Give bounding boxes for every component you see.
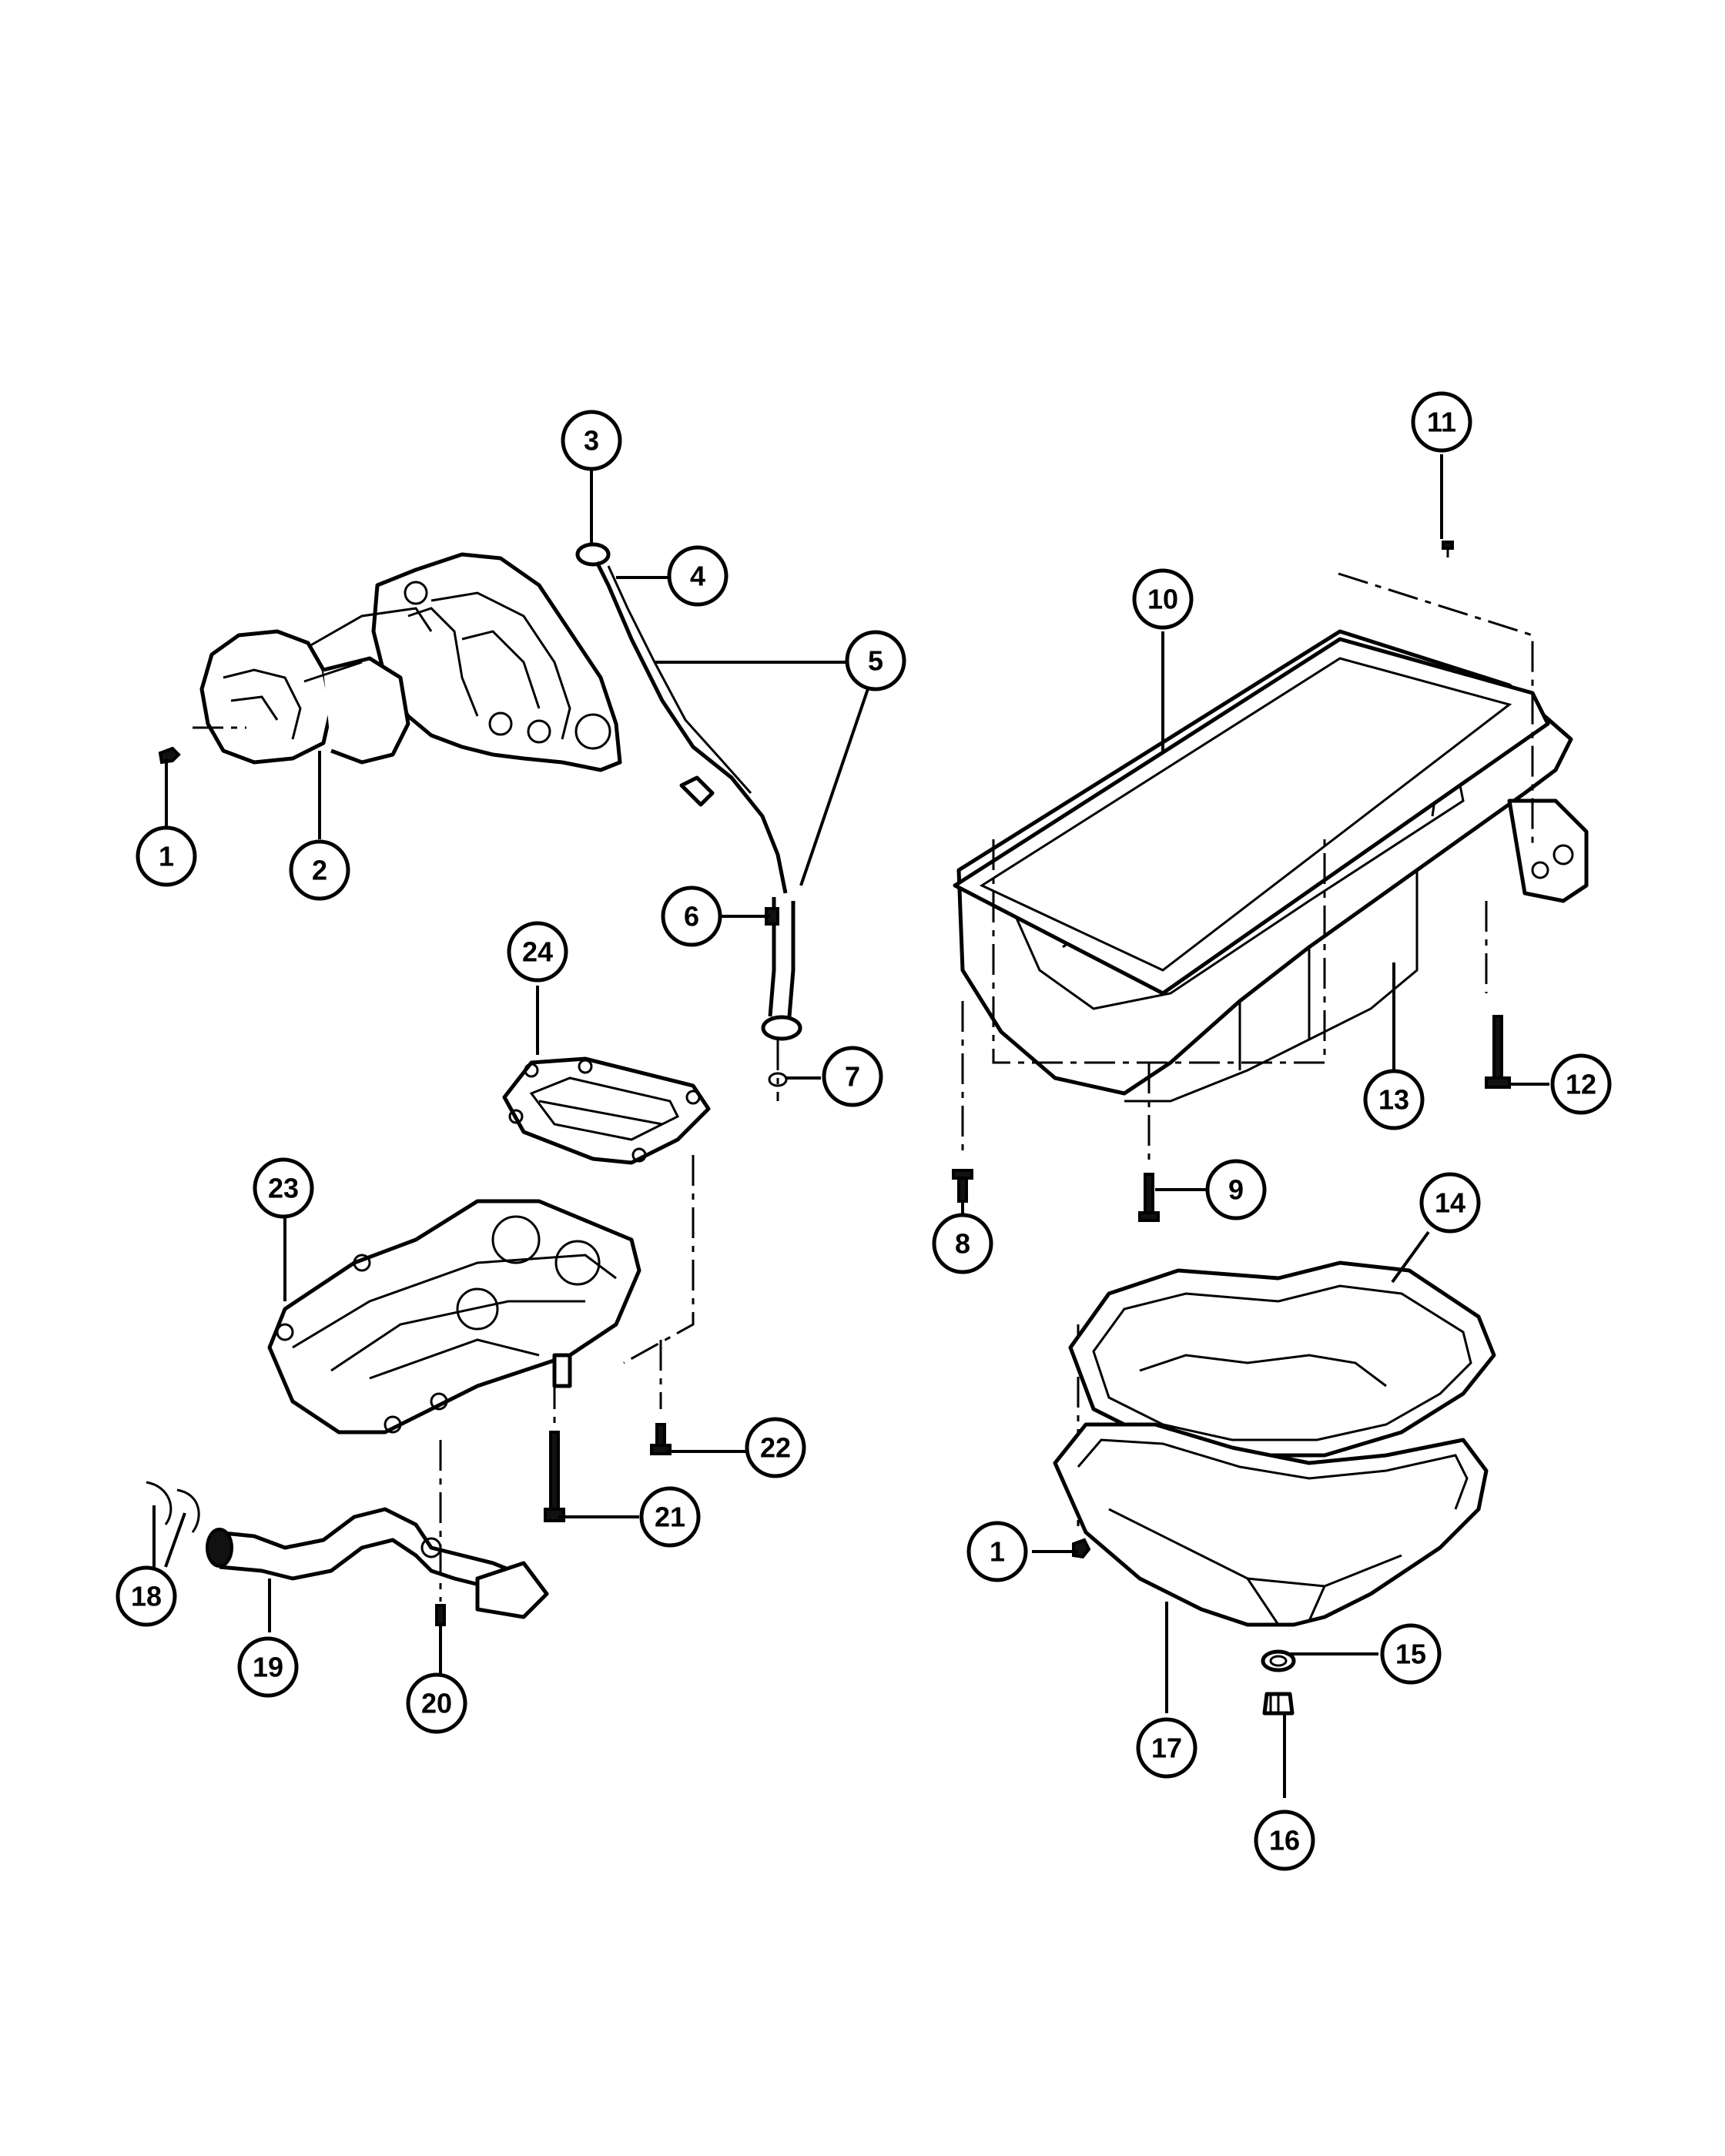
callout-23-label: 23 [268, 1173, 299, 1204]
callout-10-label: 10 [1147, 584, 1178, 615]
callout-1-label: 1 [159, 841, 174, 872]
callout-1-lower: 1 [966, 1521, 1028, 1582]
oil-baffle-drawing [193, 607, 433, 765]
callout-4: 4 [667, 545, 729, 607]
callout-19: 19 [237, 1636, 299, 1698]
callout-15-label: 15 [1395, 1639, 1426, 1670]
dipstick-tube-drawing [679, 775, 802, 1101]
callout-24-label: 24 [522, 936, 553, 968]
bolt-20-drawing [435, 1440, 446, 1626]
bolt-8-drawing [952, 1001, 973, 1203]
callout-8-label: 8 [955, 1228, 970, 1260]
callout-12-label: 12 [1566, 1069, 1596, 1100]
callout-23: 23 [253, 1157, 314, 1219]
callout-12: 12 [1550, 1053, 1612, 1115]
callout-14: 14 [1419, 1172, 1481, 1234]
callout-11-label: 11 [1427, 407, 1456, 438]
callout-1: 1 [136, 825, 197, 887]
callout-21-label: 21 [655, 1502, 685, 1533]
callout-20-label: 20 [421, 1688, 452, 1719]
callout-24: 24 [507, 921, 568, 983]
callout-15: 15 [1380, 1623, 1442, 1685]
callout-9-label: 9 [1228, 1174, 1244, 1206]
bolt-22-drawing [650, 1340, 672, 1455]
callout-17-label: 17 [1151, 1732, 1182, 1764]
callout-14-label: 14 [1435, 1187, 1465, 1219]
callout-21: 21 [639, 1486, 701, 1548]
callout-10: 10 [1132, 568, 1194, 630]
leader-lines [152, 454, 1549, 1798]
callout-19-label: 19 [253, 1652, 283, 1683]
bolt-11-drawing [1338, 541, 1534, 847]
callout-5: 5 [845, 630, 906, 691]
bolt-21-drawing [544, 1378, 565, 1522]
callout-5-label: 5 [868, 645, 883, 677]
callout-8: 8 [932, 1213, 993, 1274]
dipstick-drawing [575, 542, 788, 894]
callout-20: 20 [406, 1672, 467, 1734]
bolt-9-drawing [992, 839, 1326, 1222]
callout-11: 11 [1411, 391, 1472, 453]
windage-tray-drawing [502, 1056, 711, 1165]
oil-pump-balance-shaft-drawing [267, 1155, 695, 1435]
drain-plug-drawing [1262, 1692, 1295, 1716]
callout-22: 22 [745, 1417, 806, 1478]
callout-18-label: 18 [131, 1581, 162, 1612]
callout-1-lower-label: 1 [990, 1536, 1005, 1568]
drain-plug-washer-drawing [1261, 1649, 1296, 1672]
callout-7: 7 [822, 1046, 883, 1107]
callout-4-label: 4 [690, 561, 705, 592]
bolt-1-upper-drawing [158, 746, 181, 765]
callout-2-label: 2 [312, 855, 327, 886]
callout-18: 18 [116, 1565, 177, 1627]
callout-3-label: 3 [584, 425, 599, 457]
callout-16-label: 16 [1269, 1825, 1300, 1856]
callout-17: 17 [1136, 1717, 1197, 1779]
bolt-12-drawing [1485, 901, 1511, 1089]
callout-13-label: 13 [1378, 1084, 1409, 1116]
callout-3: 3 [561, 410, 622, 471]
callout-7-label: 7 [845, 1061, 860, 1093]
callout-13: 13 [1363, 1069, 1425, 1130]
oil-pickup-tube-drawing [146, 1481, 549, 1619]
callout-22-label: 22 [760, 1432, 791, 1464]
callout-16: 16 [1254, 1810, 1315, 1871]
engine-block-corner-drawing [371, 552, 622, 772]
callout-2: 2 [289, 839, 350, 901]
lower-oil-pan-drawing [1053, 1422, 1489, 1627]
callout-9: 9 [1205, 1159, 1267, 1220]
callout-6: 6 [661, 886, 722, 947]
upper-oil-pan-gasket-drawing [953, 637, 1550, 996]
callout-6-label: 6 [684, 901, 699, 932]
